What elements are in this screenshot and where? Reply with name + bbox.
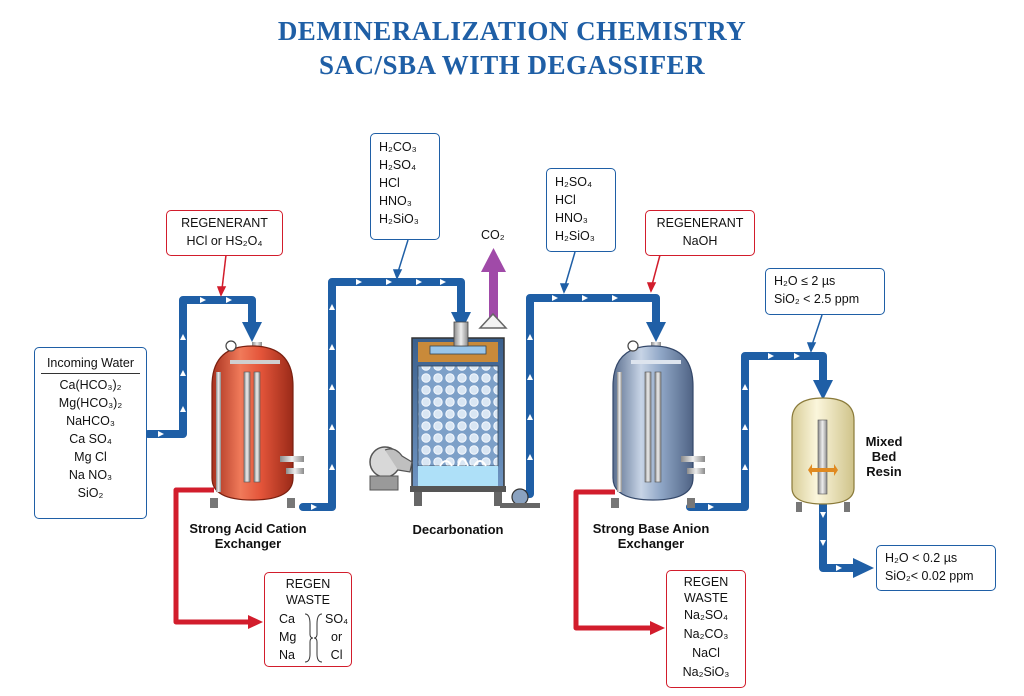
acid-item: HCl xyxy=(379,176,400,190)
sba-label-line-1: Strong Base Anion xyxy=(592,521,710,536)
cation-waste-anion: SO₄ xyxy=(325,612,349,626)
co2-vent-arrow xyxy=(478,248,508,329)
decarbonation-tower xyxy=(369,321,540,508)
mixed-bed-label: Mixed Bed Resin xyxy=(856,434,912,479)
transfer-pump xyxy=(511,488,529,506)
regenerant-anion-chemical: NaOH xyxy=(682,234,718,248)
sac-label-line-1: Strong Acid Cation xyxy=(189,521,307,536)
anion-waste-title-1: REGEN xyxy=(683,575,729,589)
brace-left xyxy=(304,613,313,663)
page-title: DEMINERALIZATION CHEMISTRY SAC/SBA WITH … xyxy=(0,14,1024,82)
regenerant-cation-box: REGENERANT HCl or HS₂O₄ xyxy=(166,210,283,256)
regenerant-anion-box: REGENERANT NaOH xyxy=(645,210,755,256)
cation-regen-waste-box: REGEN WASTE Ca Mg Na SO₄ or Cl xyxy=(264,572,352,667)
cation-waste-anion: or xyxy=(331,630,343,644)
anion-waste-item: Na₂SiO₃ xyxy=(682,665,730,679)
arrowhead-sac-waste xyxy=(248,615,263,629)
pipe-incoming-to-sac xyxy=(144,296,256,438)
mixed-bed-label-line-3: Resin xyxy=(866,464,902,479)
callout-pointers xyxy=(392,239,823,353)
sba-label-line-2: Exchanger xyxy=(617,536,685,551)
final-silica: SiO₂< 0.02 ppm xyxy=(885,569,974,583)
incoming-water-header: Incoming Water xyxy=(41,354,140,374)
sba-label: Strong Base Anion Exchanger xyxy=(576,521,726,551)
title-line-1: DEMINERALIZATION CHEMISTRY xyxy=(277,16,747,46)
sba-effluent-spec-box: H₂O ≤ 2 µs SiO₂ < 2.5 ppm xyxy=(765,268,885,315)
acid-item: H₂SiO₃ xyxy=(379,212,419,226)
incoming-item: SiO₂ xyxy=(77,486,104,500)
regenerant-anion-title: REGENERANT xyxy=(656,216,744,230)
cation-waste-cation: Na xyxy=(279,648,295,662)
sba-silica: SiO₂ < 2.5 ppm xyxy=(774,292,860,306)
incoming-item: Mg Cl xyxy=(74,450,107,464)
anion-waste-item: Na₂SO₄ xyxy=(684,608,728,622)
final-conductivity: H₂O < 0.2 µs xyxy=(885,551,958,565)
final-effluent-spec-box: H₂O < 0.2 µs SiO₂< 0.02 ppm xyxy=(876,545,996,591)
acids-after-cation-box: H₂CO₃ H₂SO₄ HCl HNO₃ H₂SiO₃ xyxy=(370,133,440,240)
co2-label: CO₂ xyxy=(481,228,505,242)
cation-waste-title-2: WASTE xyxy=(286,593,330,607)
incoming-item: Mg(HCO₃)₂ xyxy=(58,396,123,410)
incoming-water-box: Incoming Water Ca(HCO₃)₂ Mg(HCO₃)₂ NaHCO… xyxy=(34,347,147,519)
acid-item: H₂SO₄ xyxy=(379,158,417,172)
incoming-item: Na NO₃ xyxy=(68,468,113,482)
regenerant-pointers xyxy=(216,254,661,297)
anion-waste-title-2: WASTE xyxy=(684,591,728,605)
cation-waste-cation: Ca xyxy=(279,612,295,626)
incoming-item: Ca SO₄ xyxy=(69,432,112,446)
acid-item: H₂CO₃ xyxy=(379,140,417,154)
pipe-sac-waste xyxy=(173,487,250,625)
sac-vessel xyxy=(210,340,304,508)
cation-waste-cation: Mg xyxy=(279,630,297,644)
pipe-sba-to-mixed xyxy=(686,352,827,511)
acid-item: H₂SO₄ xyxy=(555,175,593,189)
arrowhead-sba-inlet xyxy=(646,322,666,342)
regenerant-cation-title: REGENERANT xyxy=(181,216,268,230)
incoming-item: NaHCO₃ xyxy=(66,414,115,428)
regenerant-cation-chemicals: HCl or HS₂O₄ xyxy=(186,234,263,248)
anion-waste-item: Na₂CO₃ xyxy=(683,627,729,641)
sac-label-line-2: Exchanger xyxy=(214,536,282,551)
acids-after-decarb-box: H₂SO₄ HCl HNO₃ H₂SiO₃ xyxy=(546,168,616,252)
pipe-mixed-outlet xyxy=(819,496,859,572)
flow-direction-marks xyxy=(158,279,842,571)
arrowhead-final-outlet xyxy=(853,558,874,578)
title-line-2: SAC/SBA WITH DEGASSIFER xyxy=(318,50,706,80)
mixed-bed-label-line-1: Mixed xyxy=(865,434,903,449)
arrowhead-mixed-inlet xyxy=(813,380,833,400)
cation-waste-anion: Cl xyxy=(330,648,343,662)
mixed-bed-label-line-2: Bed xyxy=(871,449,897,464)
cation-waste-title-1: REGEN xyxy=(285,577,331,591)
acid-item: HCl xyxy=(555,193,576,207)
red-waste-pipes xyxy=(173,487,652,631)
arrowhead-sba-waste xyxy=(650,621,665,635)
pipe-arrowheads xyxy=(242,312,874,578)
sac-label: Strong Acid Cation Exchanger xyxy=(178,521,318,551)
sba-vessel xyxy=(611,340,705,508)
anion-regen-waste-box: REGEN WASTE Na₂SO₄ Na₂CO₃ NaCl Na₂SiO₃ xyxy=(666,570,746,688)
arrowhead-sac-inlet xyxy=(242,322,262,342)
brace-right xyxy=(314,613,323,663)
blue-pipes xyxy=(144,278,859,572)
acid-item: H₂SiO₃ xyxy=(555,229,595,243)
pipe-sac-to-decarb xyxy=(299,278,465,511)
incoming-item: Ca(HCO₃)₂ xyxy=(59,378,122,392)
anion-waste-item: NaCl xyxy=(692,646,720,660)
decarbonation-label: Decarbonation xyxy=(412,522,504,537)
acid-item: HNO₃ xyxy=(555,211,588,225)
acid-item: HNO₃ xyxy=(379,194,412,208)
sba-conductivity: H₂O ≤ 2 µs xyxy=(774,274,836,288)
pipe-sba-waste xyxy=(573,489,652,631)
mixed-bed-vessel xyxy=(791,397,855,512)
